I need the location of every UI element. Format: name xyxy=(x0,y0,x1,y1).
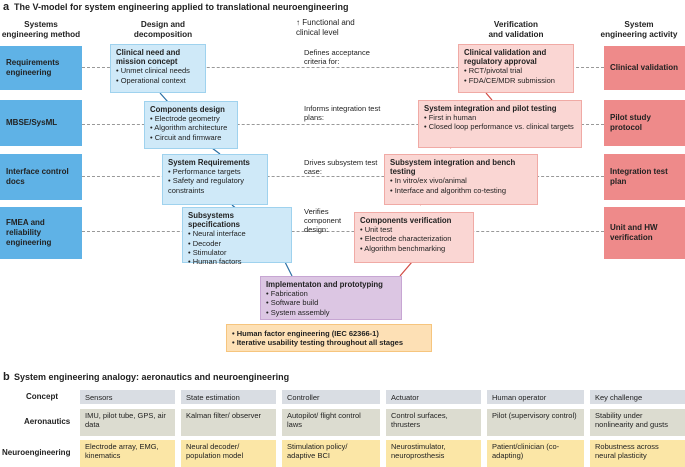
neuro-cell-controller: Stimulation policy/ adaptive BCI xyxy=(282,440,380,467)
middle-label-2: Informs integration test plans: xyxy=(304,104,381,122)
design-box-clinical-need: Clinical need and mission concept Unmet … xyxy=(110,44,206,93)
v-line-verify-1 xyxy=(399,261,413,277)
verify-box-components-verification: Components verification Unit test Electr… xyxy=(354,212,474,263)
aeronautics-cell-controller: Autopilot/ flight control laws xyxy=(282,409,380,436)
design-box-item: Operational context xyxy=(116,76,200,85)
design-box-item: Algorithm architecture xyxy=(150,123,232,132)
v-line-design-2 xyxy=(211,147,221,155)
column-header-key-challenge: Key challenge xyxy=(590,390,685,404)
design-box-item: Unmet clinical needs xyxy=(116,66,200,75)
implementation-item: Software build xyxy=(266,298,396,307)
header-verification: Verification and validation xyxy=(488,20,544,39)
v-line-design-1 xyxy=(159,92,169,103)
verify-box-item: FDA/CE/MDR submission xyxy=(464,76,568,85)
neuro-cell-key-challenge: Robustness across neural plasticity xyxy=(590,440,685,467)
method-requirements-engineering: Requirements engineering xyxy=(0,46,82,90)
verify-box-subsystem-integration: Subsystem integration and bench testing … xyxy=(384,154,538,205)
middle-label-4: Verifies component design: xyxy=(304,207,342,234)
panel-b-title: System engineering analogy: aeronautics … xyxy=(14,372,290,382)
dashed-line-3 xyxy=(82,176,604,177)
verify-box-title: System integration and pilot testing xyxy=(424,104,557,113)
verify-box-item: RCT/pivotal trial xyxy=(464,66,568,75)
header-functional: ↑ Functional and clinical level xyxy=(296,18,355,37)
design-box-system-requirements: System Requirements Performance targets … xyxy=(162,154,268,205)
verify-box-item: First in human xyxy=(424,113,576,122)
implementation-item: Fabrication xyxy=(266,289,396,298)
design-box-item: Decoder xyxy=(188,239,286,248)
verify-box-title: Clinical validation and regulatory appro… xyxy=(464,48,547,67)
neuro-cell-state-estimation: Neural decoder/ population model xyxy=(181,440,276,467)
implementation-item: System assembly xyxy=(266,308,396,317)
design-box-item: Stimulator xyxy=(188,248,286,257)
neuro-cell-human-operator: Patient/clinician (co-adapting) xyxy=(487,440,584,467)
aeronautics-cell-sensors: IMU, pilot tube, GPS, air data xyxy=(80,409,175,436)
design-box-item: Human factors xyxy=(188,257,286,266)
panel-a-title: The V-model for system engineering appli… xyxy=(14,2,349,12)
neuro-cell-actuator: Neurostimulator, neuroprosthesis xyxy=(386,440,481,467)
verify-box-item: Electrode characterization xyxy=(360,234,468,243)
activity-clinical-validation: Clinical validation xyxy=(604,46,685,90)
row-label-concept: Concept xyxy=(26,392,58,401)
verify-box-item: Unit test xyxy=(360,225,468,234)
verify-box-item: Algorithm benchmarking xyxy=(360,244,468,253)
header-activity: System engineering activity xyxy=(600,20,678,39)
aeronautics-cell-actuator: Control surfaces, thrusters xyxy=(386,409,481,436)
neuro-cell-sensors: Electrode array, EMG, kinematics xyxy=(80,440,175,467)
implementation-title: Implementaton and prototyping xyxy=(266,280,383,289)
verify-box-item: Closed loop performance vs. clinical tar… xyxy=(424,122,576,131)
implementation-box: Implementaton and prototyping Fabricatio… xyxy=(260,276,402,320)
design-box-item: Circuit and firmware xyxy=(150,133,232,142)
design-box-components-design: Components design Electrode geometry Alg… xyxy=(144,101,238,149)
aeronautics-cell-key-challenge: Stability under nonlinearity and gusts xyxy=(590,409,685,436)
verify-box-title: Subsystem integration and bench testing xyxy=(390,158,516,177)
design-box-title: Clinical need and mission concept xyxy=(116,48,181,67)
design-box-item: Safety and regulatory constraints xyxy=(168,176,262,194)
panel-b-letter: b xyxy=(3,371,10,383)
verify-box-title: Components verification xyxy=(360,216,452,225)
v-line-verify-4 xyxy=(485,92,493,101)
verify-box-system-integration: System integration and pilot testing Fir… xyxy=(418,100,582,148)
panel-a-letter: a xyxy=(3,1,10,13)
row-label-aeronautics: Aeronautics xyxy=(24,417,71,426)
middle-label-3: Drives subsystem test case: xyxy=(304,158,378,176)
design-box-item: Neural interface xyxy=(188,229,286,238)
dashed-line-1 xyxy=(82,67,604,68)
middle-label-1: Defines acceptance criteria for: xyxy=(304,48,370,66)
column-header-sensors: Sensors xyxy=(80,390,175,404)
design-box-item: Electrode geometry xyxy=(150,114,232,123)
verify-box-item: Interface and algorithm co-testing xyxy=(390,186,532,195)
method-mbse-sysml: MBSE/SysML xyxy=(0,100,82,146)
dashed-line-2 xyxy=(82,124,604,125)
human-factor-box: Human factor engineering (IEC 62366-1) I… xyxy=(226,324,432,352)
human-factor-item: Human factor engineering (IEC 62366-1) xyxy=(232,329,426,338)
activity-unit-hw-verification: Unit and HW verification xyxy=(604,207,685,259)
design-box-item: Performance targets xyxy=(168,167,262,176)
design-box-subsystems-specifications: Subsystems specifications Neural interfa… xyxy=(182,207,292,266)
human-factor-item: Iterative usability testing throughout a… xyxy=(232,338,426,347)
method-interface-control-docs: Interface control docs xyxy=(0,154,82,200)
column-header-actuator: Actuator xyxy=(386,390,481,404)
verify-box-clinical-validation: Clinical validation and regulatory appro… xyxy=(458,44,574,93)
v-line-design-4 xyxy=(284,261,293,277)
method-fmea-reliability: FMEA and reliability engineering xyxy=(0,207,82,259)
design-box-title: System Requirements xyxy=(168,158,250,167)
column-header-human-operator: Human operator xyxy=(487,390,584,404)
column-header-controller: Controller xyxy=(282,390,380,404)
design-box-title: Subsystems specifications xyxy=(188,211,240,230)
design-box-title: Components design xyxy=(150,105,225,114)
aeronautics-cell-state-estimation: Kalman filter/ observer xyxy=(181,409,276,436)
dashed-line-4 xyxy=(82,231,604,232)
row-label-neuroengineering: Neuroengineering xyxy=(2,448,71,457)
aeronautics-cell-human-operator: Pilot (supervisory control) xyxy=(487,409,584,436)
verify-box-item: In vitro/ex vivo/animal xyxy=(390,176,532,185)
header-method: Systems engineering method xyxy=(1,20,81,39)
activity-pilot-study-protocol: Pilot study protocol xyxy=(604,100,685,146)
column-header-state-estimation: State estimation xyxy=(181,390,276,404)
header-design: Design and decomposition xyxy=(133,20,193,39)
activity-integration-test-plan: Integration test plan xyxy=(604,154,685,200)
